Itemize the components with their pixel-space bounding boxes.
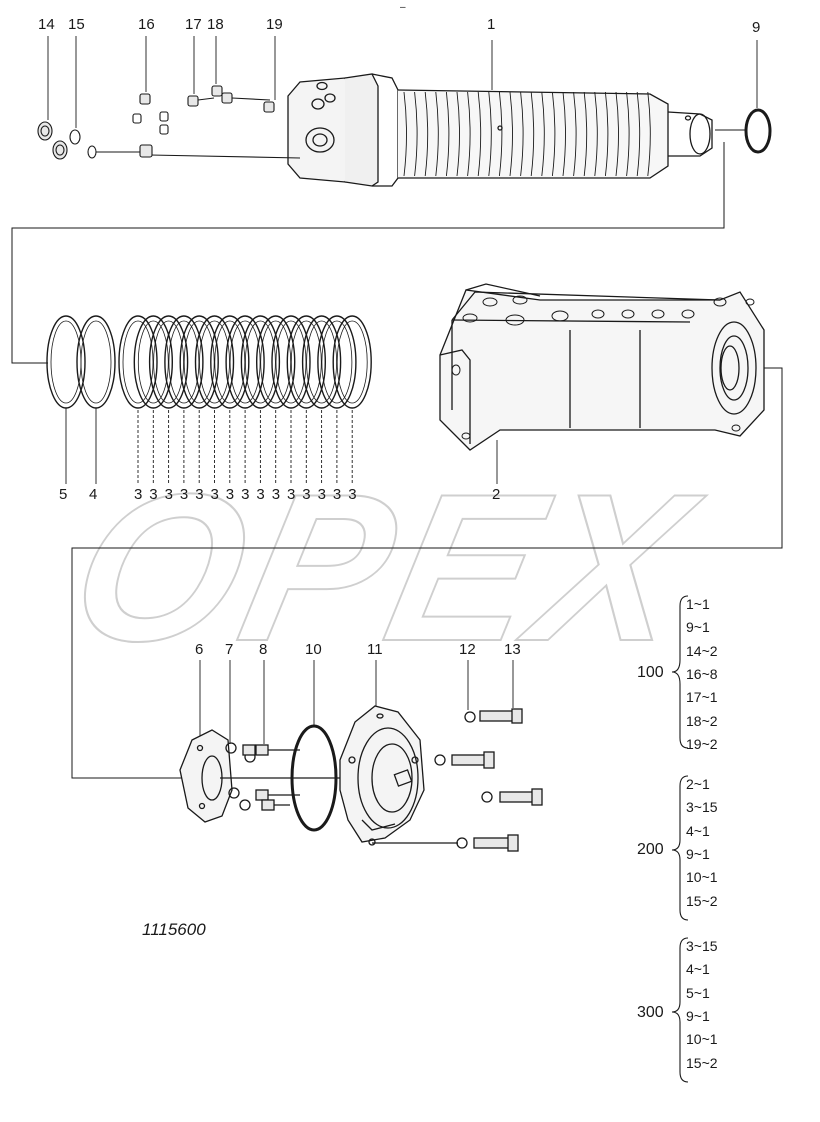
- callout-13: 13: [504, 641, 521, 658]
- small-parts-14-19: [37, 85, 301, 160]
- ring-part-3: [179, 315, 219, 409]
- callout-3: 3: [164, 486, 173, 503]
- ring-part-5: [46, 315, 86, 409]
- ring-part-3: [118, 315, 158, 409]
- callout-3: 3: [348, 486, 357, 503]
- callout-3: 3: [210, 486, 219, 503]
- callout-7: 7: [225, 641, 234, 658]
- callout-4: 4: [89, 486, 98, 503]
- kit-item: 4~1: [686, 961, 710, 978]
- callout-16: 16: [138, 16, 155, 33]
- kit-item: 2~1: [686, 776, 710, 792]
- kit-braces: [671, 595, 689, 1083]
- callout-11: 11: [367, 641, 383, 658]
- leaders-bottom: [199, 660, 514, 744]
- kit-item: 1~1: [686, 596, 710, 612]
- callout-3: 3: [241, 486, 250, 503]
- callout-15: 15: [68, 16, 85, 33]
- kit-item: 19~2: [686, 735, 718, 752]
- ring-part-3: [271, 315, 311, 409]
- seal-rings: [46, 315, 372, 409]
- o-ring-part-9: [744, 108, 772, 154]
- ring-leaders: [65, 408, 353, 484]
- callout-1: 1: [487, 16, 496, 33]
- kit-item: 10~1: [686, 869, 718, 886]
- callout-8: 8: [259, 641, 268, 658]
- kit-item: 5~1: [686, 984, 710, 1001]
- callout-3: 3: [225, 486, 235, 503]
- kit-item: 9~1: [686, 1007, 710, 1024]
- kit-item: 4~1: [686, 822, 710, 839]
- ring-part-3: [148, 315, 189, 409]
- callout-3: 3: [287, 486, 296, 503]
- callout-10: 10: [305, 641, 322, 658]
- kit-item: 10~1: [686, 1031, 718, 1048]
- top-mark: –: [400, 2, 406, 13]
- kit-item: 17~1: [686, 689, 718, 706]
- ring-part-3: [210, 315, 250, 409]
- ring-part-3: [256, 315, 296, 409]
- callout-3: 3: [271, 486, 281, 503]
- kit-item: 15~2: [686, 892, 718, 909]
- callout-17: 17: [185, 16, 202, 33]
- leaders-top-small: [47, 36, 276, 128]
- callout-3: 3: [134, 486, 143, 503]
- callout-3: 3: [149, 486, 158, 503]
- ring-part-4: [76, 315, 116, 409]
- ring-part-3: [240, 315, 281, 409]
- watermark-logo: OPEX: [55, 450, 718, 684]
- ring-part-3: [286, 315, 326, 409]
- callout-5: 5: [59, 486, 68, 503]
- callout-12: 12: [459, 641, 476, 658]
- kit-item: 14~2: [686, 642, 718, 659]
- drawing-code: 1115600: [142, 920, 206, 939]
- kit-item: 16~8: [686, 665, 718, 682]
- kit-label: 100: [637, 664, 664, 681]
- shaft-body-part-1: [287, 73, 713, 187]
- ring-part-3: [317, 315, 357, 409]
- kit-label: 300: [637, 1004, 664, 1021]
- callout-3: 3: [256, 486, 265, 503]
- ring-part-3: [133, 315, 174, 409]
- callout-14: 14: [38, 16, 55, 33]
- callout-3: 3: [302, 486, 311, 503]
- kit-item: 9~1: [686, 619, 710, 636]
- callout-9: 9: [752, 19, 761, 36]
- callout-3: 3: [317, 486, 326, 503]
- kit-label: 200: [637, 841, 664, 858]
- callout-18: 18: [207, 16, 224, 33]
- kit-item: 3~15: [686, 799, 718, 816]
- leader-lines: [11, 129, 783, 779]
- callout-19: 19: [266, 16, 283, 33]
- kit-item: 15~2: [686, 1054, 718, 1071]
- ring-part-3: [332, 315, 372, 409]
- callout-3: 3: [195, 486, 204, 503]
- end-cover-assembly: [179, 705, 543, 852]
- housing-part-2: [439, 283, 765, 451]
- kit-item: 3~15: [686, 938, 718, 954]
- ring-part-3: [164, 315, 204, 409]
- kit-item: 9~1: [686, 845, 710, 862]
- callout-6: 6: [195, 641, 204, 658]
- ring-part-3: [301, 315, 342, 409]
- ring-part-3: [194, 315, 235, 409]
- callout-3: 3: [332, 486, 342, 503]
- ring-part-3: [225, 315, 265, 409]
- kit-item: 18~2: [686, 712, 718, 729]
- callout-2: 2: [492, 486, 501, 503]
- callout-3: 3: [179, 486, 189, 503]
